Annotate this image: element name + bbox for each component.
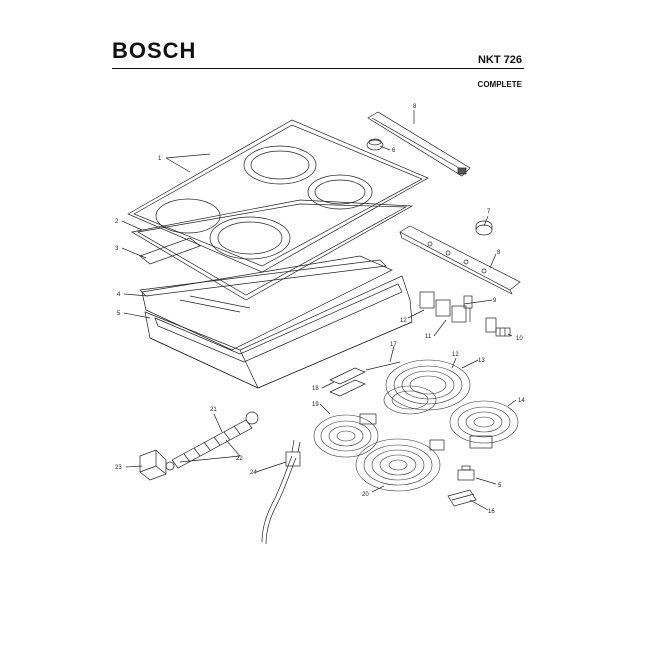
label-part-5: 5 (117, 311, 121, 317)
knob-part (366, 138, 384, 151)
label-part-21: 21 (210, 407, 217, 413)
label-part-6: 6 (392, 148, 396, 154)
header-rule (112, 68, 524, 69)
label-part-22: 22 (236, 456, 243, 462)
label-part-16: 16 (488, 509, 495, 515)
mounting-frame (141, 255, 393, 351)
gasket-strip (139, 237, 387, 297)
label-part-1: 1 (158, 156, 162, 162)
housing-tray (144, 275, 413, 389)
label-part-23: 23 (115, 465, 122, 471)
label-part-24: 24 (250, 470, 257, 476)
label-part-10: 10 (516, 336, 523, 342)
label-part-20: 20 (362, 492, 369, 498)
part-number-labels: 1 2 3 4 5 8 6 7 8 9 12 11 10 17 12 13 18… (115, 104, 525, 515)
brand-logo: BOSCH (112, 38, 197, 63)
label-part-5b: 5 (498, 483, 502, 489)
label-part-3: 3 (115, 246, 119, 252)
label-part-4: 4 (117, 292, 121, 298)
label-part-17: 17 (390, 342, 397, 348)
heating-element-19 (313, 413, 379, 458)
label-part-13: 13 (478, 358, 485, 364)
spiral-cable (165, 411, 259, 471)
heating-element-20 (355, 438, 445, 492)
sealing-frame (131, 199, 414, 301)
energy-regulators (419, 291, 497, 333)
label-part-8-top: 8 (413, 104, 417, 110)
model-number: NKT 726 (477, 54, 522, 66)
heating-element-14 (449, 400, 519, 449)
heating-element-13 (383, 359, 471, 415)
label-part-19: 19 (312, 402, 319, 408)
cable-bracket (139, 449, 167, 481)
label-part-18: 18 (312, 386, 319, 392)
diagram-subtitle: COMPLETE (477, 80, 522, 89)
control-bar (399, 225, 521, 295)
label-part-9: 9 (493, 298, 497, 304)
control-knob (475, 220, 493, 236)
label-part-12-top: 12 (400, 318, 407, 324)
label-part-8: 8 (497, 250, 501, 256)
label-part-14: 14 (518, 398, 525, 404)
clip-and-pin (329, 361, 401, 397)
glass-ceramic-top (127, 119, 429, 273)
leader-lines (121, 110, 517, 511)
small-connectors (447, 465, 477, 507)
top-rail (367, 111, 471, 177)
terminal-block (495, 327, 511, 337)
label-part-11: 11 (425, 334, 432, 340)
label-part-7: 7 (487, 209, 491, 215)
power-cable (261, 439, 301, 545)
label-part-2: 2 (115, 219, 119, 225)
label-part-12: 12 (452, 352, 459, 358)
